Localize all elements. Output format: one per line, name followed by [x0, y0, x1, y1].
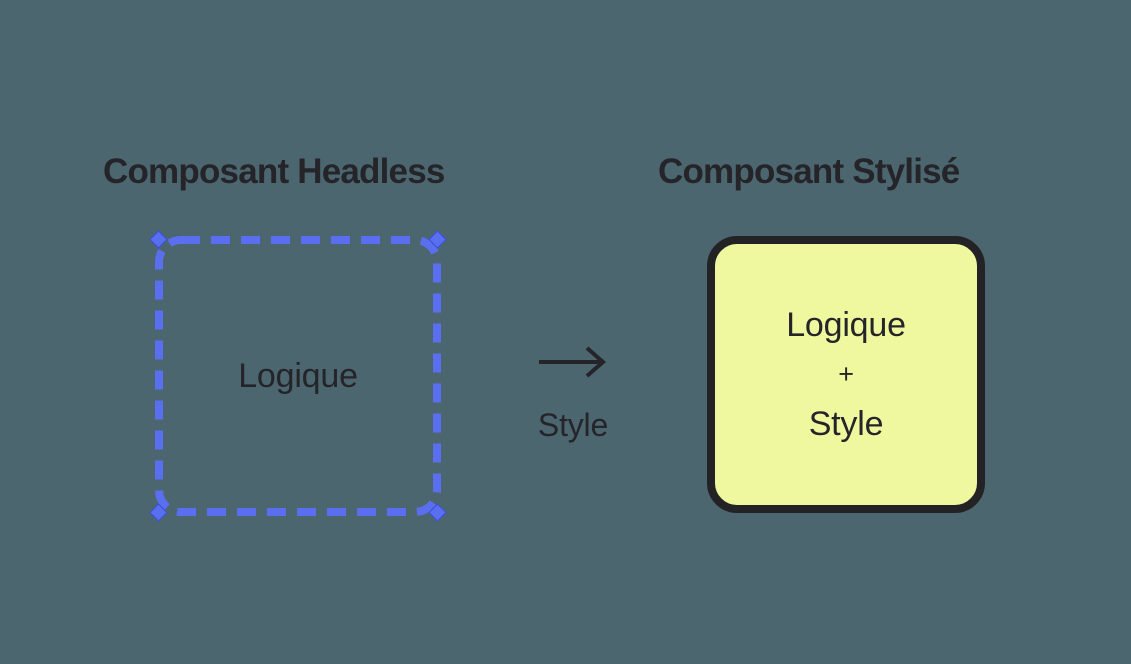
- headless-component-box: Logique: [149, 230, 447, 522]
- styled-box-line-plus: +: [838, 359, 854, 389]
- styled-box-line-style: Style: [808, 405, 884, 443]
- transform-label: Style: [537, 407, 609, 443]
- heading-composant-stylise: Composant Stylisé: [658, 152, 960, 191]
- transform-group: Style: [503, 345, 643, 441]
- styled-box-line-logique: Logique: [786, 306, 906, 344]
- arrow-right-icon: [539, 346, 607, 378]
- dashed-outline-icon: [155, 236, 441, 516]
- headless-box-label: Logique: [238, 356, 358, 395]
- styled-component-box: Logique + Style: [707, 236, 985, 513]
- heading-composant-headless: Composant Headless: [103, 152, 445, 191]
